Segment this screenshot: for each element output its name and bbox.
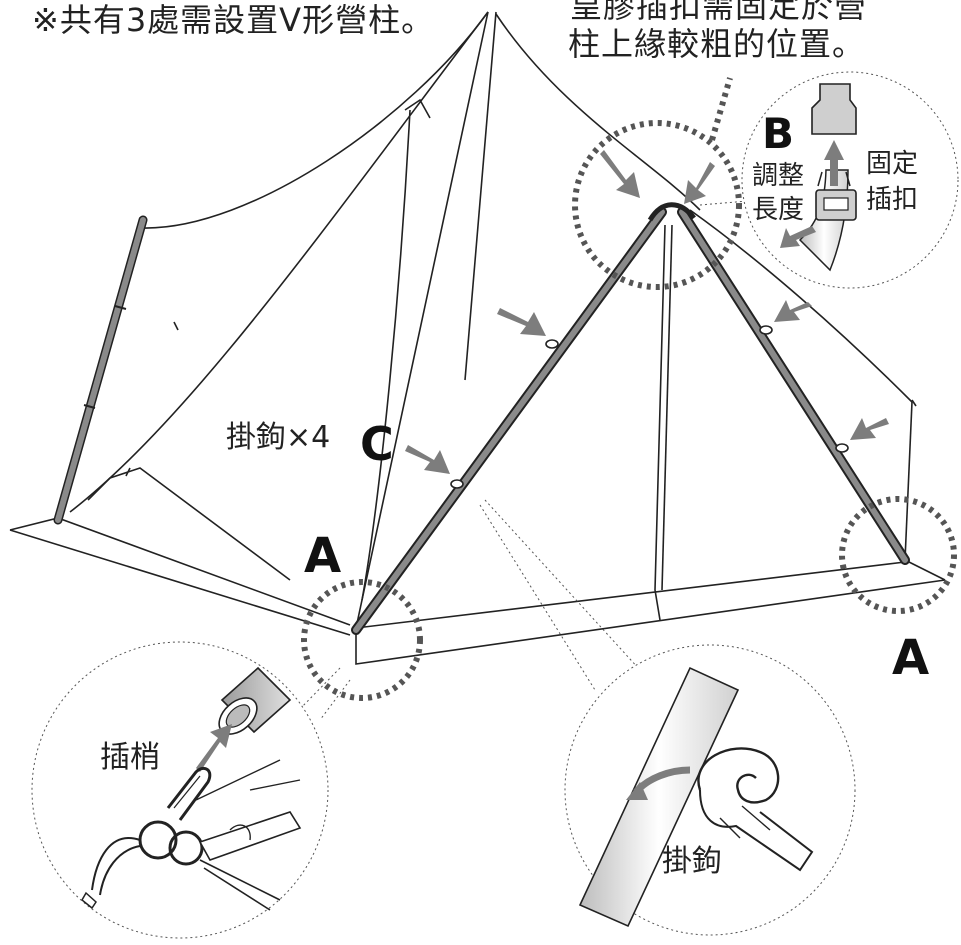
- label-c: C: [360, 417, 394, 471]
- direction-arrows: [405, 150, 889, 474]
- arrow-icon: [850, 418, 889, 440]
- label-adjust-line1: 調整: [752, 161, 805, 191]
- arrow-icon: [774, 300, 812, 322]
- label-fix-line2: 插扣: [866, 185, 919, 215]
- circle-b: [572, 120, 742, 290]
- arrow-icon: [497, 308, 546, 336]
- label-adjust-line2: 長度: [752, 195, 805, 225]
- note-buckle-line2: 柱上緣較粗的位置。: [568, 25, 866, 63]
- label-a-left: A: [304, 528, 342, 584]
- leader-b: [709, 77, 733, 141]
- label-pin: 插梢: [100, 740, 160, 775]
- label-hook-count: 掛鉤×4: [226, 420, 331, 455]
- circle-a-left: [301, 579, 423, 701]
- circle-a-right: [839, 496, 957, 614]
- left-side-pole: [53, 215, 148, 525]
- pin-detail: [31, 641, 329, 939]
- tent-body: [9, 11, 946, 665]
- note-buckle-line1: 皇膠插扣需固定於營: [570, 0, 868, 25]
- v-shaped-pole: [351, 202, 910, 635]
- note-v-poles: ※共有3處需設置V形營柱。: [32, 1, 435, 39]
- detail-circles: [301, 77, 957, 701]
- label-a-right: A: [892, 630, 930, 686]
- hook-detail: [564, 644, 856, 936]
- buckle-detail: [741, 71, 959, 289]
- arrow-icon: [684, 162, 715, 204]
- label-b: B: [762, 109, 795, 158]
- zoom-leaders: [249, 199, 761, 761]
- arrow-icon: [405, 445, 450, 474]
- arrow-icon: [600, 150, 640, 198]
- label-hook: 掛鉤: [662, 844, 722, 879]
- label-fix-line1: 固定: [866, 149, 919, 179]
